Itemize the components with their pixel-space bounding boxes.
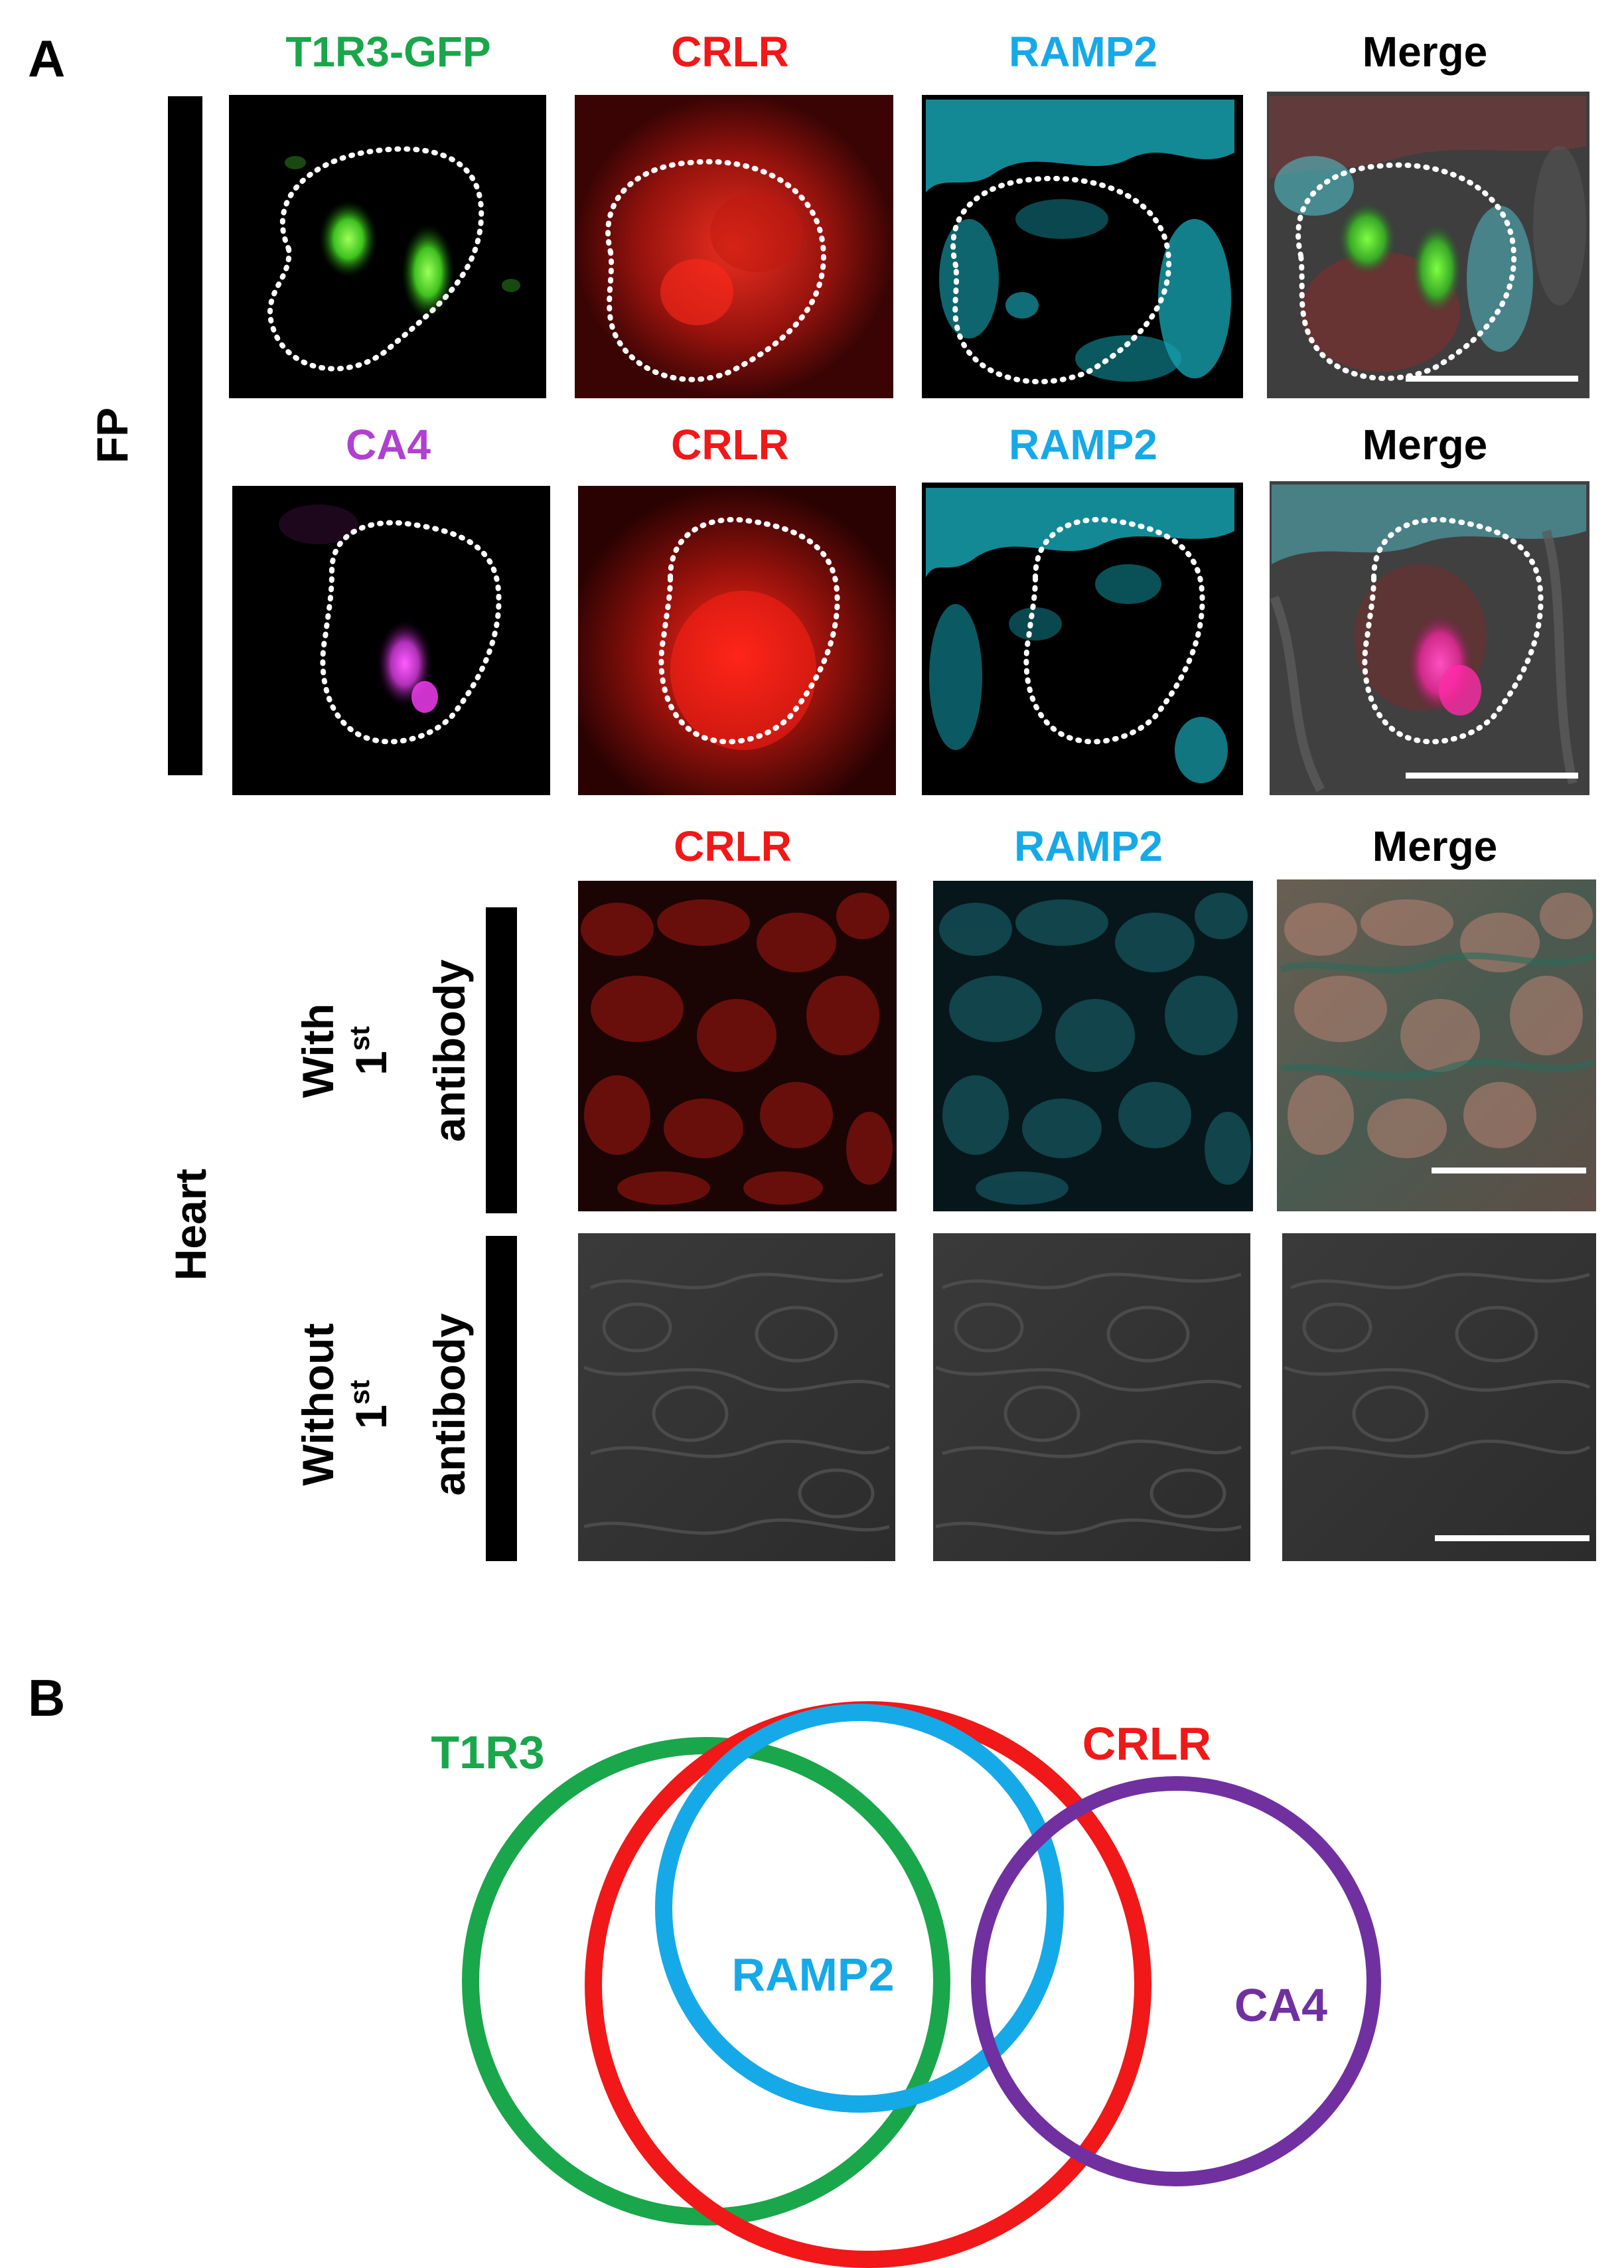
header-ca4: CA4	[346, 421, 431, 469]
with-line2-number: 1	[346, 1051, 396, 1075]
without-line3: antibody	[425, 1313, 474, 1495]
row-label-with-antibody: With 1st antibody	[293, 959, 474, 1142]
heart-group-label: Heart	[166, 1169, 215, 1281]
without-row-bar	[486, 1236, 517, 1561]
row-label-without-antibody: Without 1st antibody	[293, 1313, 474, 1495]
scale-bar-fp2	[1406, 773, 1578, 779]
image-fp-crlr	[575, 95, 893, 398]
venn-diagram	[462, 1701, 1381, 2268]
venn-circle-ca4	[971, 1776, 1381, 2186]
image-fp-ramp2	[922, 95, 1243, 398]
with-line2: 1st	[344, 1026, 396, 1075]
with-line2-sup: st	[344, 1026, 375, 1051]
with-line3: antibody	[425, 959, 474, 1142]
venn-label-crlr: CRLR	[1082, 1718, 1211, 1770]
venn-label-ramp2: RAMP2	[731, 1949, 894, 2001]
venn-label-ca4: CA4	[1234, 1979, 1327, 2031]
header-merge-fp1: Merge	[1363, 28, 1488, 76]
image-heart-merge-no-antibody	[1282, 1233, 1596, 1561]
venn-label-t1r3: T1R3	[431, 1726, 544, 1778]
without-line2: 1st	[344, 1380, 396, 1429]
image-fp-t1r3-gfp	[229, 95, 546, 398]
image-heart-crlr-no-antibody	[578, 1233, 895, 1561]
scale-bar-fp1	[1406, 376, 1578, 382]
image-fp-merge-2	[1270, 481, 1589, 795]
image-fp-ca4	[232, 486, 550, 795]
without-line2-number: 1	[346, 1404, 396, 1429]
scale-bar-heart-with	[1432, 1168, 1586, 1173]
image-heart-crlr	[578, 881, 897, 1211]
header-t1r3-gfp: T1R3-GFP	[285, 28, 490, 76]
header-crlr-heart: CRLR	[674, 822, 792, 870]
without-line1: Without	[293, 1323, 342, 1486]
with-row-bar	[486, 907, 517, 1213]
image-heart-ramp2-no-antibody	[933, 1233, 1250, 1561]
image-fp-merge-1	[1267, 92, 1589, 398]
header-ramp2-fp2: RAMP2	[1009, 421, 1157, 469]
header-crlr-fp2: CRLR	[671, 421, 789, 469]
panel-a-letter: A	[28, 29, 65, 88]
without-line2-sup: st	[344, 1380, 375, 1404]
image-heart-merge	[1277, 879, 1596, 1211]
image-fp-ramp2-2	[922, 483, 1243, 795]
scale-bar-heart-without	[1435, 1535, 1589, 1541]
header-ramp2-heart: RAMP2	[1014, 822, 1163, 870]
image-fp-crlr-2	[578, 486, 896, 795]
fp-group-label: FP	[88, 408, 137, 463]
header-merge-heart: Merge	[1372, 822, 1498, 870]
panel-b-letter: B	[28, 1669, 65, 1727]
image-heart-ramp2	[933, 881, 1253, 1211]
header-merge-fp2: Merge	[1363, 421, 1488, 469]
header-ramp2-fp1: RAMP2	[1009, 28, 1157, 76]
fp-group-bar	[168, 96, 202, 775]
with-line1: With	[293, 1004, 342, 1098]
venn-circle-ramp2	[655, 1704, 1064, 2113]
header-crlr-fp1: CRLR	[671, 28, 789, 76]
